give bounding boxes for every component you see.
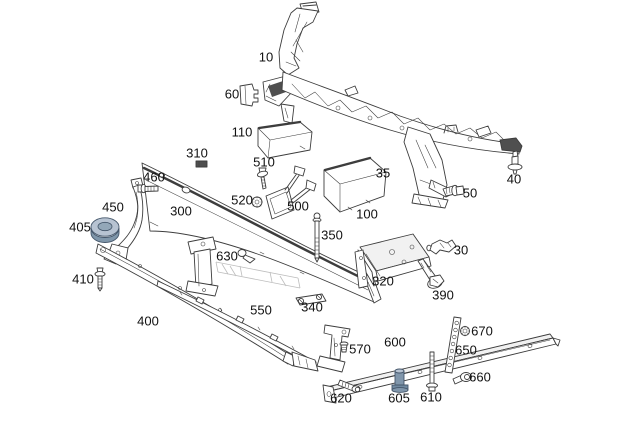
part-label-110: 110 <box>231 124 253 140</box>
part-label-60: 60 <box>224 86 240 102</box>
part-label-340: 340 <box>301 299 323 315</box>
ghost-hidden-beam <box>215 261 301 289</box>
part-340-retainer-plate <box>295 293 327 306</box>
lower-mount-bracket <box>316 324 351 373</box>
part-label-630: 630 <box>216 248 238 264</box>
part-410-screw <box>94 267 106 292</box>
part-label-450: 450 <box>102 199 124 215</box>
part-label-600: 600 <box>384 334 406 350</box>
part-label-620: 620 <box>330 390 352 406</box>
part-label-40: 40 <box>506 171 522 187</box>
part-label-320: 320 <box>372 273 394 289</box>
part-label-10: 10 <box>258 49 274 65</box>
part-label-460: 460 <box>143 169 165 185</box>
part-320-crash-box <box>354 233 432 289</box>
part-100-air-baffle <box>323 156 387 213</box>
part-label-400: 400 <box>137 313 159 329</box>
part-label-50: 50 <box>462 185 478 201</box>
part-50-bolt <box>442 184 465 197</box>
part-10-radiator-support <box>262 1 523 209</box>
part-label-520: 520 <box>231 192 253 208</box>
part-label-405: 405 <box>69 219 91 235</box>
part-520-nut <box>251 196 263 208</box>
part-460-bolt <box>137 183 159 194</box>
part-label-35: 35 <box>375 165 391 181</box>
part-label-310: 310 <box>186 145 208 161</box>
part-500-sensor-bracket <box>265 165 317 220</box>
part-label-410: 410 <box>72 271 94 287</box>
part-660-bolt <box>452 372 472 385</box>
part-405-rubber-buffer <box>90 217 120 243</box>
part-310-clip <box>195 160 208 168</box>
part-620-bolt <box>337 379 361 393</box>
part-label-605: 605 <box>388 390 410 406</box>
part-label-510: 510 <box>253 154 275 170</box>
part-label-650: 650 <box>455 342 477 358</box>
part-600-crossmember <box>322 333 561 404</box>
beam-left-mount-bracket <box>185 236 219 297</box>
part-label-670: 670 <box>471 323 493 339</box>
part-510-screw <box>256 167 269 190</box>
part-605-rubber-sleeve <box>391 368 409 393</box>
part-670-nut <box>459 325 471 337</box>
part-40-bolt <box>507 150 523 175</box>
part-570-grommet <box>339 341 349 353</box>
part-630-clip <box>237 249 256 264</box>
part-label-100: 100 <box>356 206 378 222</box>
part-60-connector-block <box>239 83 259 107</box>
part-390-bolt <box>417 258 445 289</box>
part-110-air-baffle <box>257 120 313 159</box>
part-550-lower-strip <box>156 280 319 372</box>
part-label-350: 350 <box>321 227 343 243</box>
part-label-300: 300 <box>170 203 192 219</box>
part-30-clamp <box>426 239 457 255</box>
part-label-390: 390 <box>432 287 454 303</box>
part-label-660: 660 <box>469 369 491 385</box>
part-label-550: 550 <box>250 302 272 318</box>
part-650-perforated-strip <box>444 316 462 374</box>
part-610-bolt <box>426 351 438 392</box>
part-350-long-bolt <box>312 212 322 263</box>
part-label-30: 30 <box>453 242 469 258</box>
part-label-570: 570 <box>349 341 371 357</box>
part-label-500: 500 <box>287 198 309 214</box>
part-label-610: 610 <box>420 389 442 405</box>
